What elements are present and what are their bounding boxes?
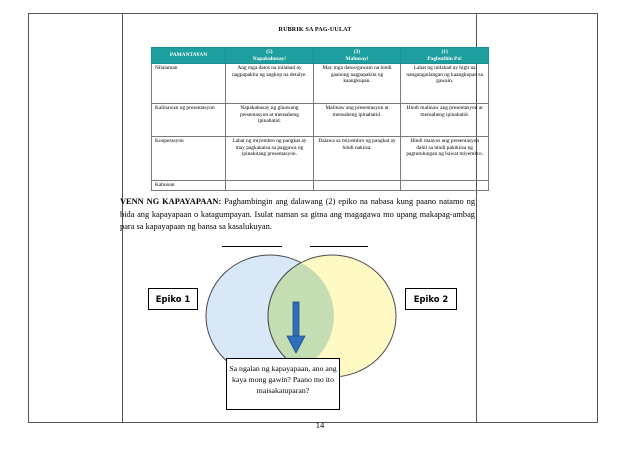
score-3-cell: Dalawa sa miyembro ng pangkat ay hindi n…	[312, 136, 402, 182]
venn-heading: VENN NG KAPAYAPAAN:	[120, 197, 222, 206]
epiko-2-box: Epiko 2	[405, 288, 457, 310]
criterion-cell: Kooperasyon	[150, 136, 227, 182]
header-criteria: PAMANTAYAN	[150, 46, 227, 65]
answer-blank-right[interactable]	[310, 246, 368, 247]
criterion-cell: Nilalaman	[150, 63, 227, 105]
down-arrow-icon	[286, 301, 306, 354]
score-1-cell: Hindi maayos ang presentasyon dahil sa h…	[400, 136, 489, 182]
page-number: 14	[315, 420, 325, 430]
answer-blank-left[interactable]	[222, 246, 282, 247]
score-5-cell: Napakahusay ng ginawang presentasyon at …	[225, 103, 314, 138]
left-column-divider	[122, 14, 123, 422]
venn-instruction-text: Paghambingin ang dalawang (2) epiko na n…	[120, 197, 476, 231]
header-score-5: (5)Napakahusay!	[225, 46, 314, 65]
table-row: Kooperasyon Lahat ng miyembro ng pangkat…	[150, 136, 489, 182]
score-5-cell: Lahat ng miyembro ng pangkat ay may pagk…	[225, 136, 314, 182]
criterion-cell: Kalinawan ng presentasyon	[150, 103, 227, 138]
header-score-3: (3)Mahusay!	[312, 46, 402, 65]
venn-instructions: VENN NG KAPAYAPAAN: Paghambingin ang dal…	[120, 196, 475, 234]
right-column-divider	[476, 14, 477, 422]
header-score-1: (1)Pagbutihin Pa!	[400, 46, 489, 65]
page-frame	[28, 13, 598, 423]
score-3-cell: May mga datos/gawain na hindi gaanong na…	[312, 63, 402, 105]
venn-overlap	[267, 255, 334, 377]
rubric-table: PAMANTAYAN (5)Napakahusay! (3)Mahusay! (…	[150, 46, 489, 191]
epiko-1-box: Epiko 1	[148, 288, 198, 310]
table-row: Kalinawan ng presentasyon Napakahusay ng…	[150, 103, 489, 138]
score-3-cell: Malinaw ang presentasyon at mensaheng ip…	[312, 103, 402, 138]
score-1-cell	[400, 180, 489, 191]
table-row: Kabuoan	[150, 180, 489, 191]
criterion-cell: Kabuoan	[150, 180, 227, 191]
question-box: Sa ngalan ng kapayapaan, ano ang kaya mo…	[226, 358, 340, 410]
rubric-title: RUBRIK SA PAG-UULAT	[278, 27, 352, 33]
